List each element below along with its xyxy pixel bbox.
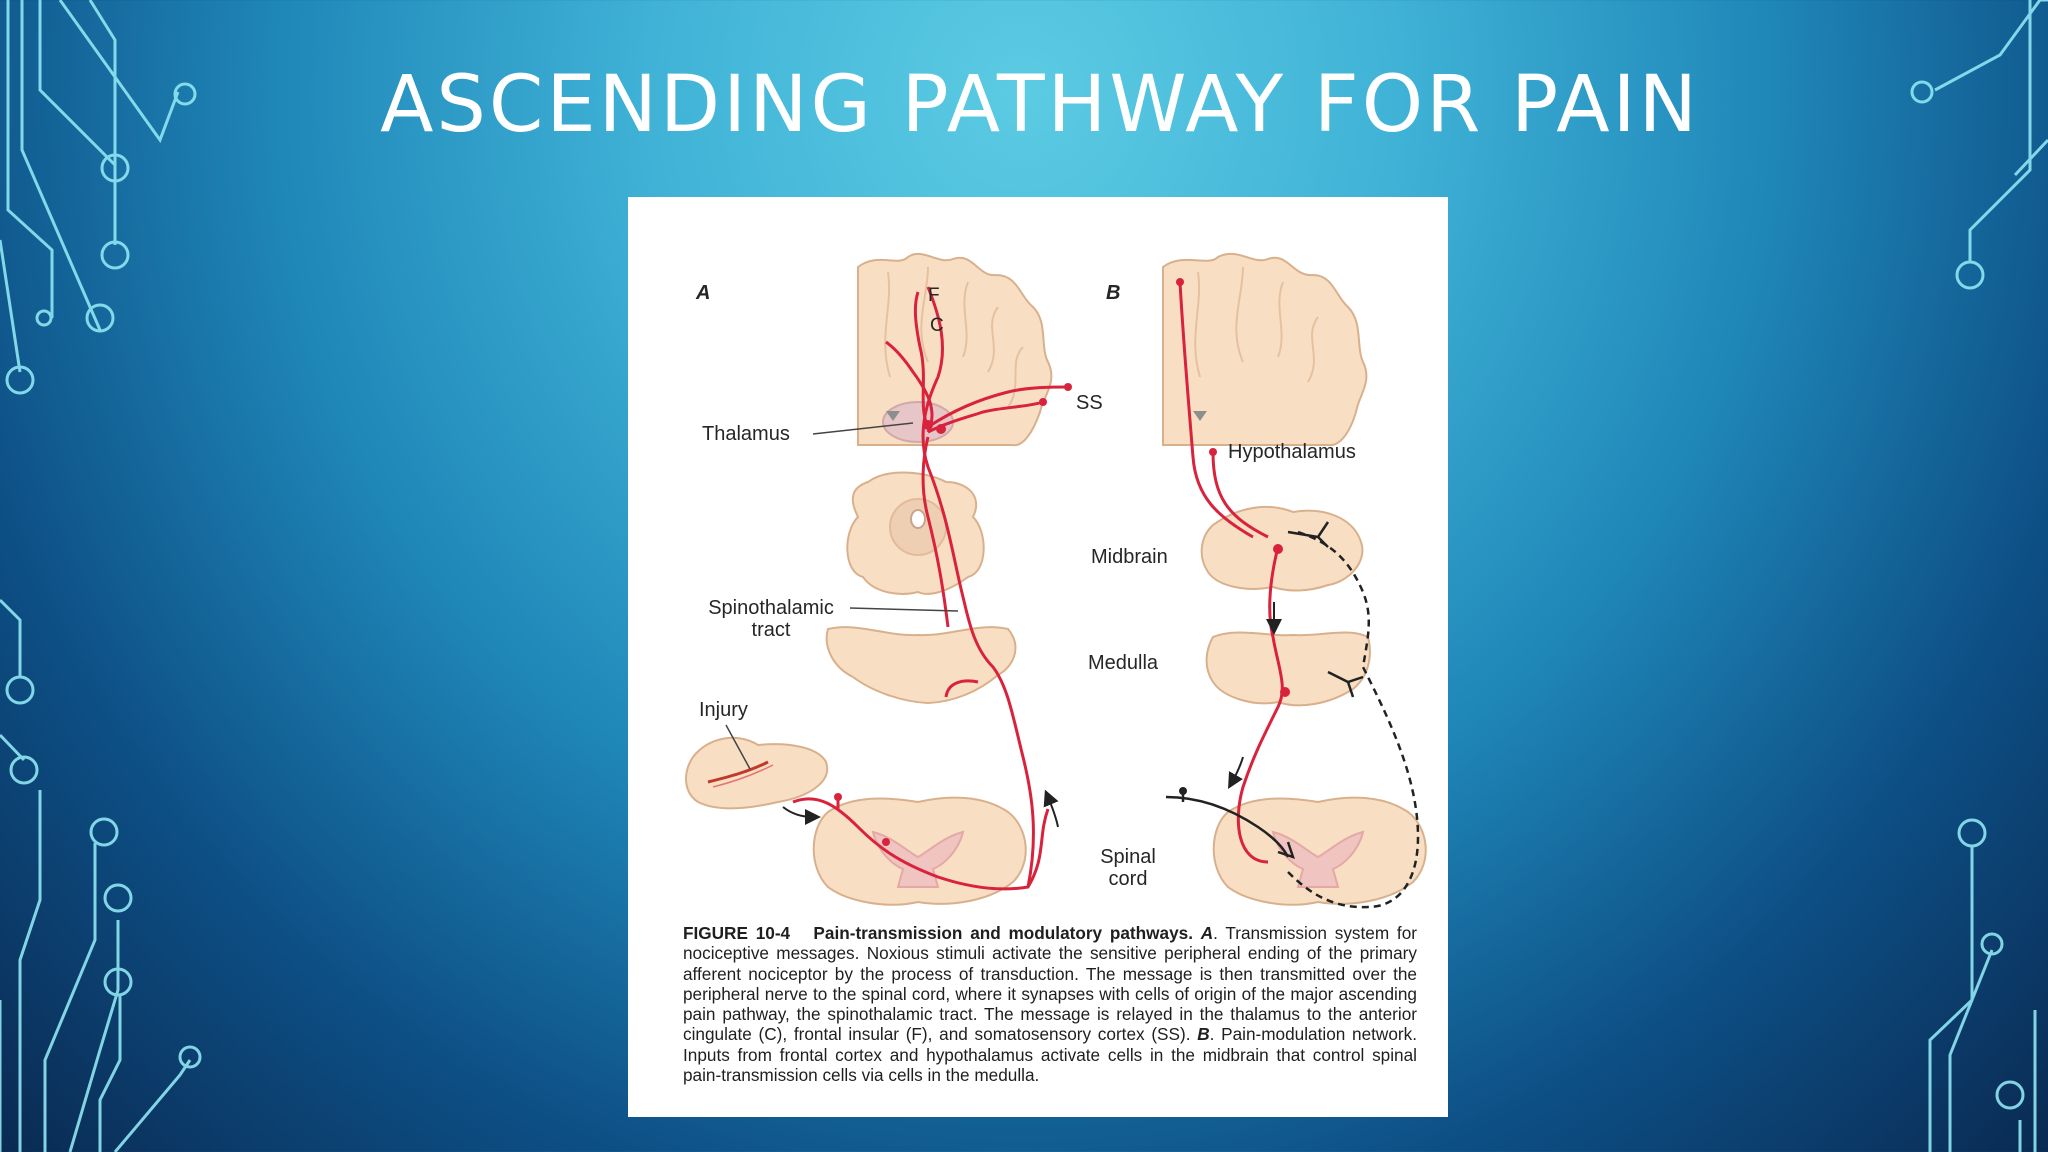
caption-text-b: . Pain-modulation network. Inputs from f… <box>683 1024 1417 1086</box>
injured-tissue <box>685 736 829 810</box>
panel-b-letter: B <box>1106 282 1121 304</box>
label-midbrain: Midbrain <box>1091 546 1168 568</box>
caption-ref-b: B <box>1197 1024 1210 1045</box>
pain-pathway-figure: A B F C SS Thalamus Spinothalamic tract … <box>628 197 1448 1117</box>
spinal-cord-section-b <box>1212 796 1427 906</box>
ascending-pathway-a <box>792 286 1069 891</box>
label-spinothalamic-line1: Spinothalamic <box>708 597 834 619</box>
panel-a-letter: A <box>696 282 711 304</box>
label-hypothalamus: Hypothalamus <box>1228 441 1356 463</box>
caption-ref-a: A <box>1200 923 1214 943</box>
brain-section-b <box>1162 252 1368 447</box>
modulatory-pathway-b <box>1178 281 1284 864</box>
medulla-section-a <box>825 626 1017 705</box>
caption-title: Pain-transmission and modulatory pathway… <box>813 923 1193 943</box>
pathway-dots-b <box>1176 278 1290 697</box>
label-spinal-line1: Spinal <box>1100 846 1156 868</box>
medulla-section-b <box>1205 631 1371 707</box>
label-injury: Injury <box>699 699 748 721</box>
slide-title: ASCENDING PATHWAY FOR PAIN <box>380 60 1700 150</box>
pathway-dots-a <box>834 383 1072 846</box>
label-spinal-line2: cord <box>1108 868 1148 890</box>
label-thalamus: Thalamus <box>702 423 790 445</box>
label-f: F <box>928 285 940 306</box>
flow-arrows <box>782 602 1282 828</box>
midbrain-section-a <box>846 471 985 595</box>
caption-figure-number: FIGURE 10-4 <box>683 923 791 943</box>
label-spinal-cord: Spinal cord <box>1093 846 1163 890</box>
label-spinothalamic-line2: tract <box>751 619 791 641</box>
caption-text-a: . Transmission system for nociceptive me… <box>683 923 1417 1045</box>
leader-lines <box>725 422 959 770</box>
label-c: C <box>930 315 944 336</box>
thalamus-marker-a <box>886 411 900 421</box>
label-spinothalamic: Spinothalamic tract <box>696 597 846 641</box>
brain-section-a <box>857 252 1053 447</box>
pathway-diagram <box>685 252 1427 909</box>
spinal-cord-section-a <box>812 796 1027 906</box>
label-ss: SS <box>1076 392 1103 414</box>
hypothalamus-marker-b <box>1193 411 1207 421</box>
descending-dashed-b <box>1165 521 1420 909</box>
figure-caption: FIGURE 10-4 Pain-transmission and modula… <box>683 923 1417 1085</box>
label-medulla: Medulla <box>1088 652 1159 674</box>
